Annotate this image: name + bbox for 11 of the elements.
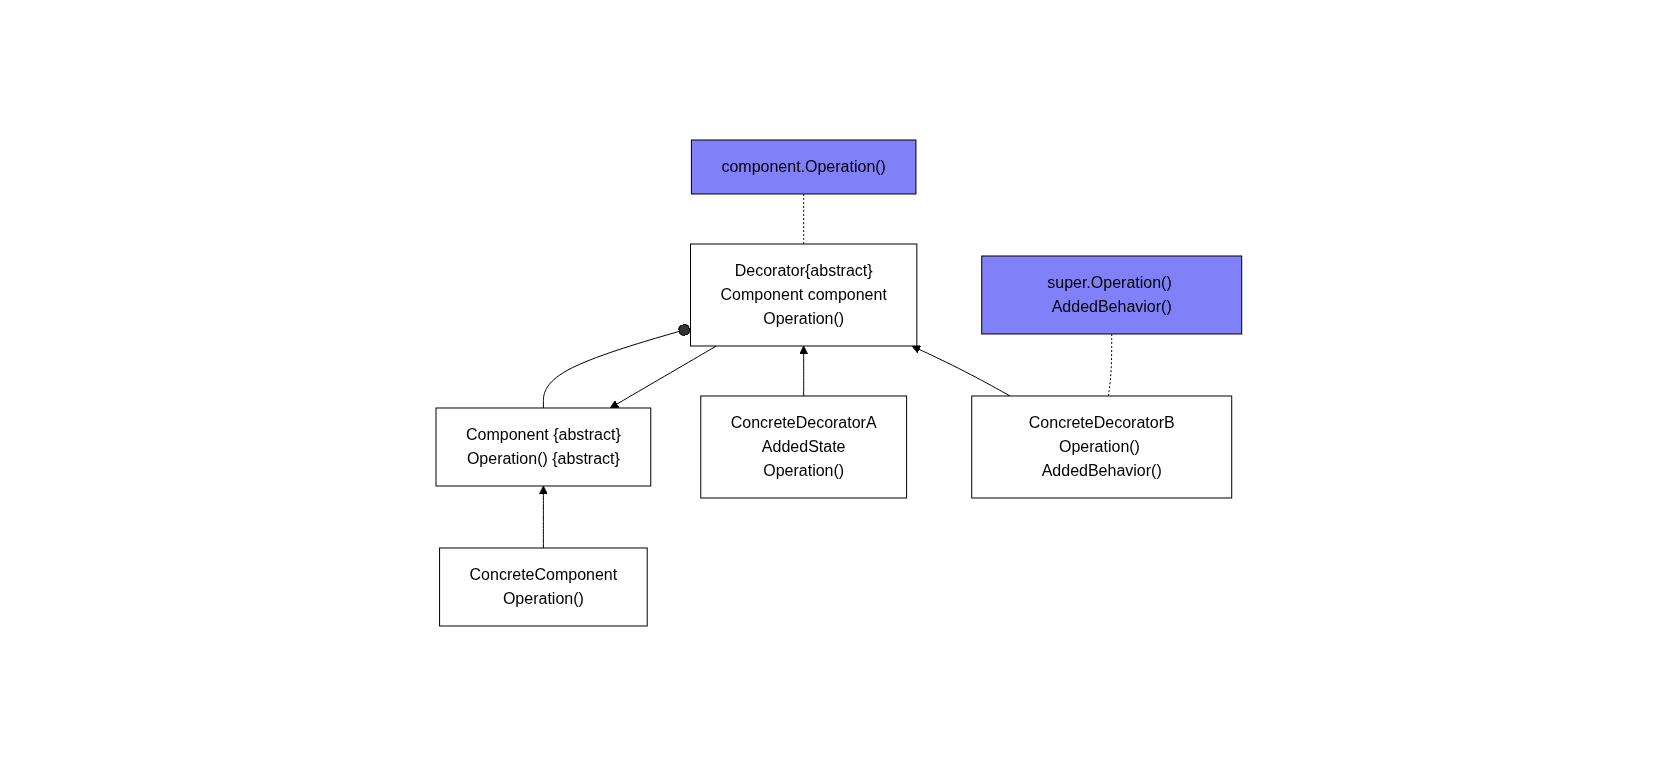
node-box: ConcreteDecoratorB Operation() AddedBehavior() xyxy=(971,395,1233,498)
node-box: Decorator{abstract} Component component Operation() xyxy=(690,243,918,346)
node-box: Component {abstract} Operation() {abstract} xyxy=(435,407,652,486)
node-box: ConcreteDecoratorA AddedState Operation() xyxy=(700,395,908,498)
node-box: super.Operation() AddedBehavior() xyxy=(981,255,1243,334)
arrow xyxy=(609,345,717,408)
connector xyxy=(543,323,692,408)
arrow xyxy=(799,345,809,396)
node-box: component.Operation() xyxy=(691,139,917,194)
node-box: ConcreteComponent Operation() xyxy=(439,547,648,626)
arrow xyxy=(539,485,548,548)
